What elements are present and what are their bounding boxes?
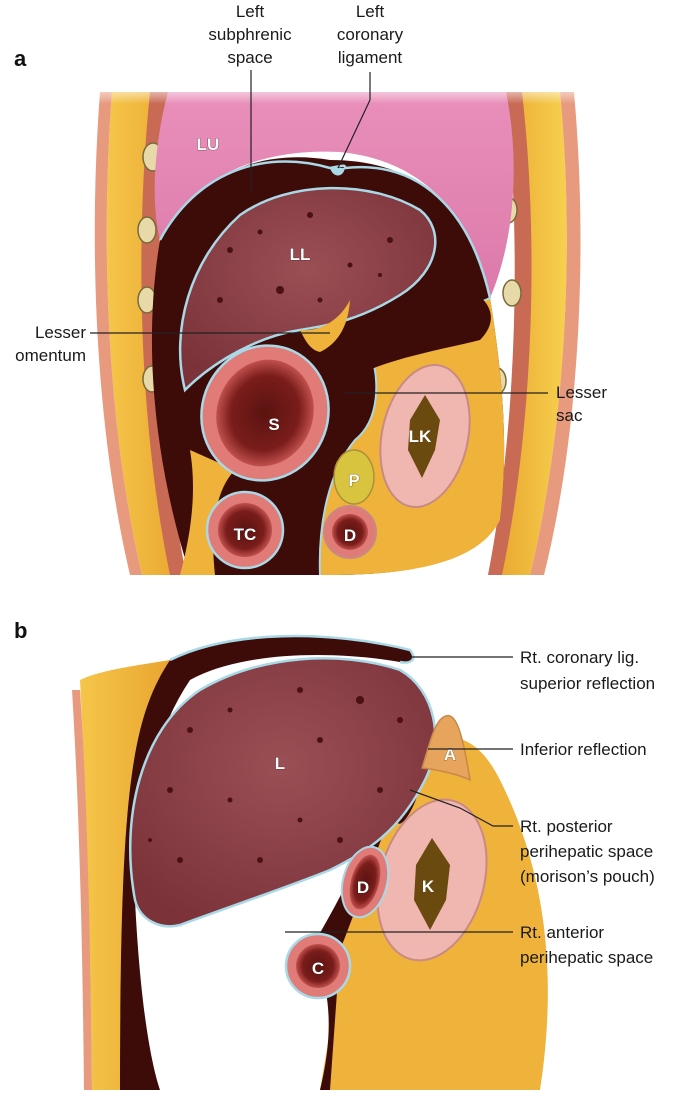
adrenal (420, 714, 471, 782)
diaphragm-membrane (158, 160, 492, 299)
right-wall-skin (530, 92, 581, 575)
svg-text:sac: sac (556, 406, 583, 425)
panel-b-letter: b (14, 618, 27, 643)
leader-rt-posterior (409, 789, 513, 827)
svg-text:Rt. posterior: Rt. posterior (520, 817, 613, 836)
label-rt-coronary: Rt. coronary lig. superior reflection (520, 648, 655, 693)
panel-a-letter: a (14, 46, 27, 71)
duodenum-b-lumen (349, 854, 381, 910)
svg-text:omentum: omentum (15, 346, 86, 365)
lesser-sac-pocket (330, 290, 491, 380)
label-inferior-reflection: Inferior reflection (520, 740, 647, 759)
leader-left-coronary (337, 72, 371, 169)
svg-text:subphrenic: subphrenic (208, 25, 292, 44)
right-wall-muscle (488, 92, 532, 575)
organ-label-p: P (348, 471, 359, 490)
left-kidney-pelvis (408, 395, 440, 478)
organ-label-k: K (422, 877, 435, 896)
b-diaphragm-membrane (169, 634, 415, 664)
coronary-ligament (330, 168, 345, 176)
label-rt-anterior: Rt. anterior perihepatic space (520, 923, 653, 967)
b-left-wall-skin (72, 690, 92, 1090)
label-left-subphrenic: Left subphrenic space (208, 2, 292, 67)
label-left-coronary: Left coronary ligament (337, 2, 404, 67)
lesser-omentum (300, 300, 350, 352)
organ-label-d-a: D (344, 526, 356, 545)
svg-text:space: space (227, 48, 272, 67)
organ-label-lk: LK (409, 427, 432, 446)
label-lesser-sac: Lesser sac (556, 383, 607, 425)
svg-text:perihepatic space: perihepatic space (520, 948, 653, 967)
panel-a: a (14, 2, 607, 576)
svg-text:perihepatic space: perihepatic space (520, 842, 653, 861)
organ-label-l: L (275, 754, 285, 773)
left-wall-muscle (141, 92, 186, 575)
greater-omentum (180, 450, 235, 575)
b-left-wall-fat (80, 660, 170, 1090)
organ-label-tc: TC (234, 525, 257, 544)
left-wall-skin (94, 92, 142, 575)
transverse-colon-lumen (218, 503, 272, 557)
lung (154, 92, 514, 298)
kidney-pelvis (414, 838, 450, 930)
svg-text:Rt. anterior: Rt. anterior (520, 923, 604, 942)
organ-label-d-b: D (357, 878, 369, 897)
svg-text:(morison’s pouch): (morison’s pouch) (520, 867, 655, 886)
organ-label-a: A (444, 745, 456, 764)
liver-pores-b (148, 687, 403, 863)
svg-text:Lesser: Lesser (556, 383, 607, 402)
svg-text:ligament: ligament (338, 48, 403, 67)
label-rt-posterior: Rt. posterior perihepatic space (morison… (520, 817, 655, 886)
label-lesser-omentum: Lesser omentum (15, 323, 86, 365)
organ-label-s: S (268, 415, 279, 434)
organ-label-ll: LL (290, 245, 311, 264)
svg-text:Left: Left (236, 2, 265, 21)
stomach-lumen (216, 359, 314, 467)
svg-text:Lesser: Lesser (35, 323, 86, 342)
panel-b: b L A K D C (14, 618, 655, 1090)
liver-pores-a (217, 212, 393, 303)
colon-lumen (296, 944, 340, 988)
organ-label-c: C (312, 959, 324, 978)
svg-text:Left: Left (356, 2, 385, 21)
svg-text:Rt. coronary lig.: Rt. coronary lig. (520, 648, 639, 667)
fade-top-a (90, 80, 590, 104)
pancreas (333, 449, 375, 505)
duodenum-a-lumen (332, 514, 368, 550)
svg-text:superior reflection: superior reflection (520, 674, 655, 693)
svg-text:coronary: coronary (337, 25, 404, 44)
left-liver-lobe (178, 186, 437, 393)
organ-label-lu: LU (197, 135, 220, 154)
svg-text:Inferior reflection: Inferior reflection (520, 740, 647, 759)
